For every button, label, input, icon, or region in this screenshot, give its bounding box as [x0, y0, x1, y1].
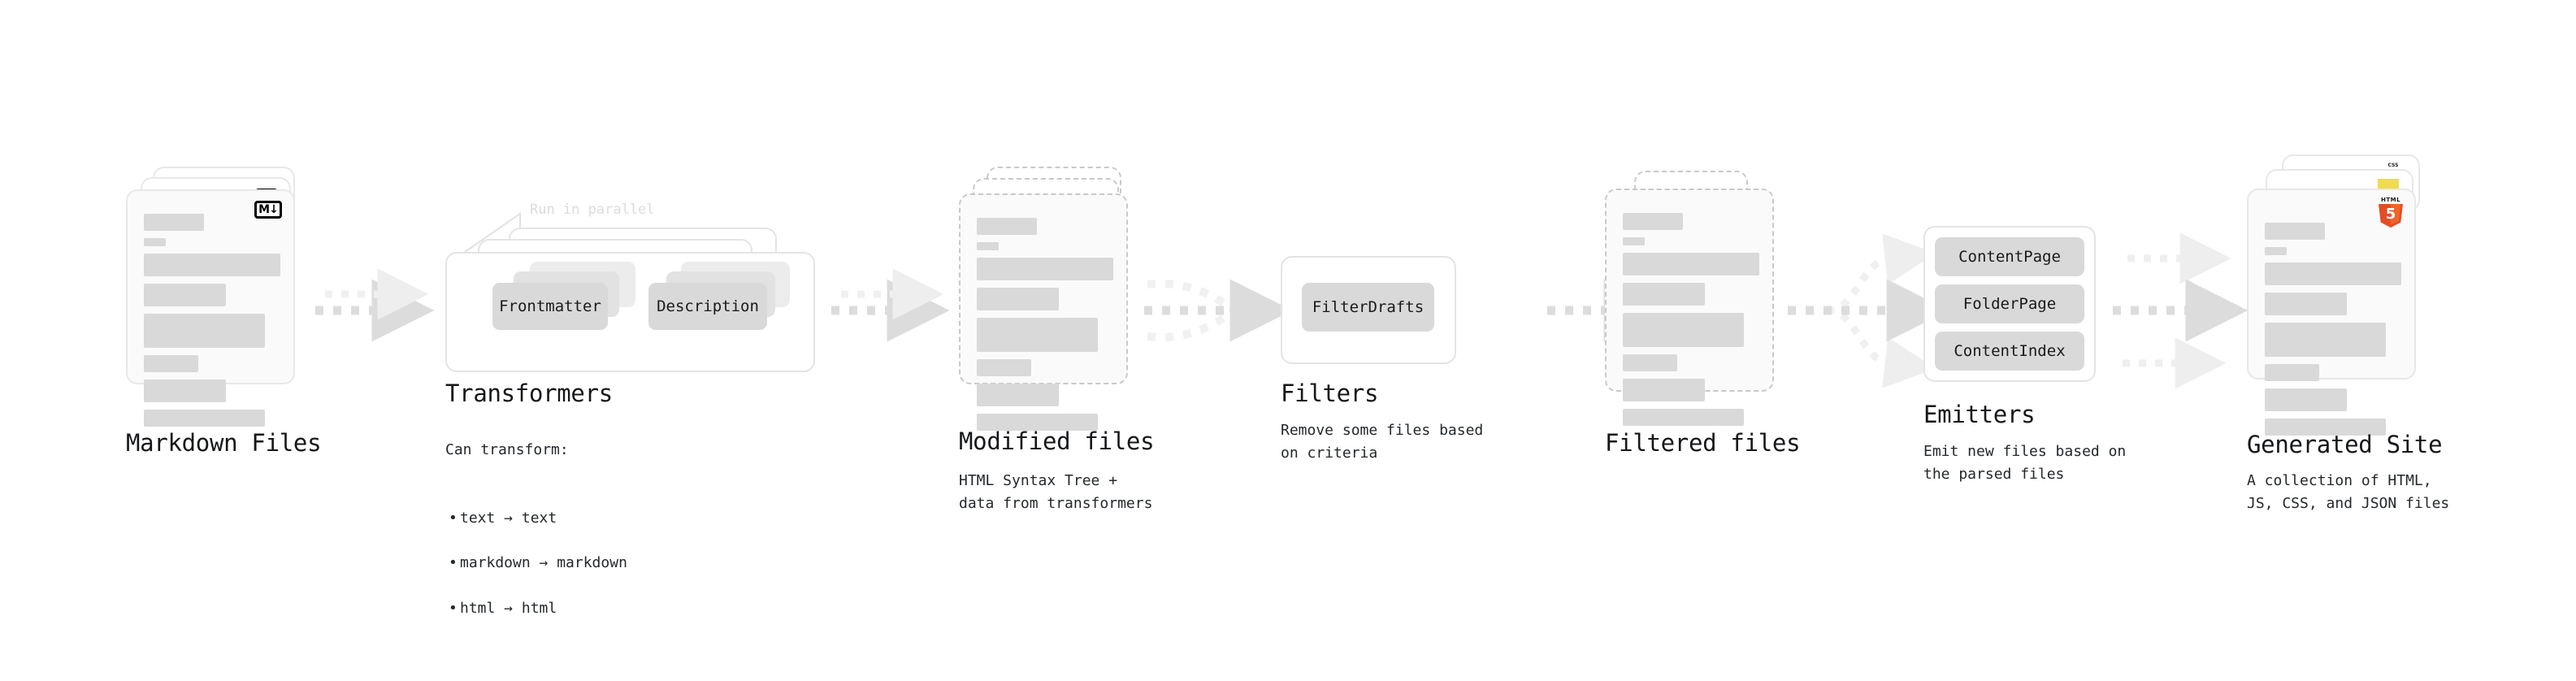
skeleton-row [2265, 247, 2287, 255]
markdown-skeleton-body [144, 214, 280, 434]
site-skeleton-body [2265, 223, 2401, 443]
pill-description-front[interactable]: Description [648, 283, 767, 330]
filtered-skeleton-body [1623, 213, 1759, 433]
skeleton-row [2265, 323, 2386, 357]
skeleton-row [144, 238, 166, 246]
skeleton-row [2265, 364, 2319, 381]
connector-transformers-to-modified [831, 268, 950, 342]
skeleton-row [1623, 237, 1645, 245]
skeleton-row [977, 318, 1098, 352]
skeleton-row [1623, 354, 1677, 371]
pill-folderpage[interactable]: FolderPage [1935, 284, 2084, 323]
skeleton-row [977, 242, 999, 250]
skeleton-row [1623, 253, 1759, 275]
bullet-item: markdown → markdown [449, 552, 627, 575]
connector-md-to-transformers [315, 268, 435, 342]
markdown-icon: M↓ [254, 201, 282, 219]
skeleton-row [977, 218, 1037, 235]
html5-icon: HTML 5 [2379, 197, 2403, 228]
filters-description: Remove some files based on criteria [1281, 422, 1484, 462]
modified-files-description: HTML Syntax Tree + data from transformer… [959, 472, 1153, 512]
skeleton-row [977, 288, 1059, 310]
skeleton-row [977, 258, 1113, 280]
skeleton-row [1623, 283, 1705, 306]
connector-emitters-to-site [2113, 232, 2249, 389]
modified-skeleton-body [977, 218, 1113, 438]
skeleton-row [1623, 409, 1744, 426]
site-file-card-html[interactable]: HTML 5 [2247, 189, 2416, 436]
html5-icon-label: HTML [2380, 197, 2401, 203]
skeleton-row [2265, 388, 2347, 411]
modified-files-title: Modified files [959, 427, 1155, 455]
transformers-description: Can transform: text → text markdown → ma… [445, 416, 627, 666]
generated-site-description: A collection of HTML, JS, CSS, and JSON … [2247, 472, 2450, 512]
css-icon-label: CSS [2387, 163, 2399, 168]
pill-contentpage[interactable]: ContentPage [1935, 237, 2084, 276]
generated-site-title: Generated Site [2247, 431, 2443, 458]
filters-title: Filters [1281, 380, 1379, 407]
connector-filtered-to-emitters [1788, 233, 1949, 388]
pill-filterdrafts[interactable]: FilterDrafts [1302, 283, 1434, 332]
transformers-title: Transformers [445, 380, 613, 407]
skeleton-row [2265, 419, 2386, 436]
transformers-desc-lead: Can transform: [445, 440, 569, 458]
markdown-files-title: Markdown Files [126, 429, 322, 457]
html5-badge-wrap: HTML 5 [2379, 197, 2403, 228]
emitters-description: Emit new files based on the parsed files [1923, 443, 2127, 483]
skeleton-row [1623, 213, 1683, 230]
html5-icon-shield-inner [2391, 204, 2400, 225]
skeleton-row [977, 359, 1031, 376]
bullet-item: text → text [449, 507, 627, 530]
filtered-files-title: Filtered files [1605, 429, 1801, 457]
skeleton-row [144, 214, 204, 231]
filtered-file-card-front[interactable] [1605, 189, 1774, 426]
skeleton-row [144, 410, 265, 427]
skeleton-row [1623, 313, 1744, 347]
connector-modified-to-filters [1144, 279, 1293, 342]
skeleton-row [144, 314, 265, 348]
skeleton-row [144, 284, 226, 306]
bullet-item: html → html [449, 597, 627, 620]
skeleton-row [2265, 223, 2325, 240]
modified-file-card-front[interactable] [959, 193, 1128, 431]
html5-icon-number: 5 [2385, 206, 2396, 223]
skeleton-row [977, 384, 1059, 406]
pill-frontmatter-front[interactable]: Frontmatter [492, 283, 608, 330]
transformers-bullet-list: text → text markdown → markdown html → h… [445, 484, 627, 643]
skeleton-row [2265, 262, 2401, 285]
skeleton-row [2265, 293, 2347, 315]
emitters-title: Emitters [1923, 401, 2036, 428]
markdown-file-card-front[interactable]: M↓ [126, 189, 295, 427]
skeleton-row [1623, 379, 1705, 401]
skeleton-row [977, 414, 1098, 431]
skeleton-row [144, 380, 226, 402]
pill-contentindex[interactable]: ContentIndex [1935, 332, 2084, 371]
skeleton-row [144, 355, 198, 372]
skeleton-row [144, 254, 280, 276]
run-in-parallel-label: Run in parallel [530, 202, 655, 218]
markdown-badge-front: M↓ [254, 201, 282, 219]
